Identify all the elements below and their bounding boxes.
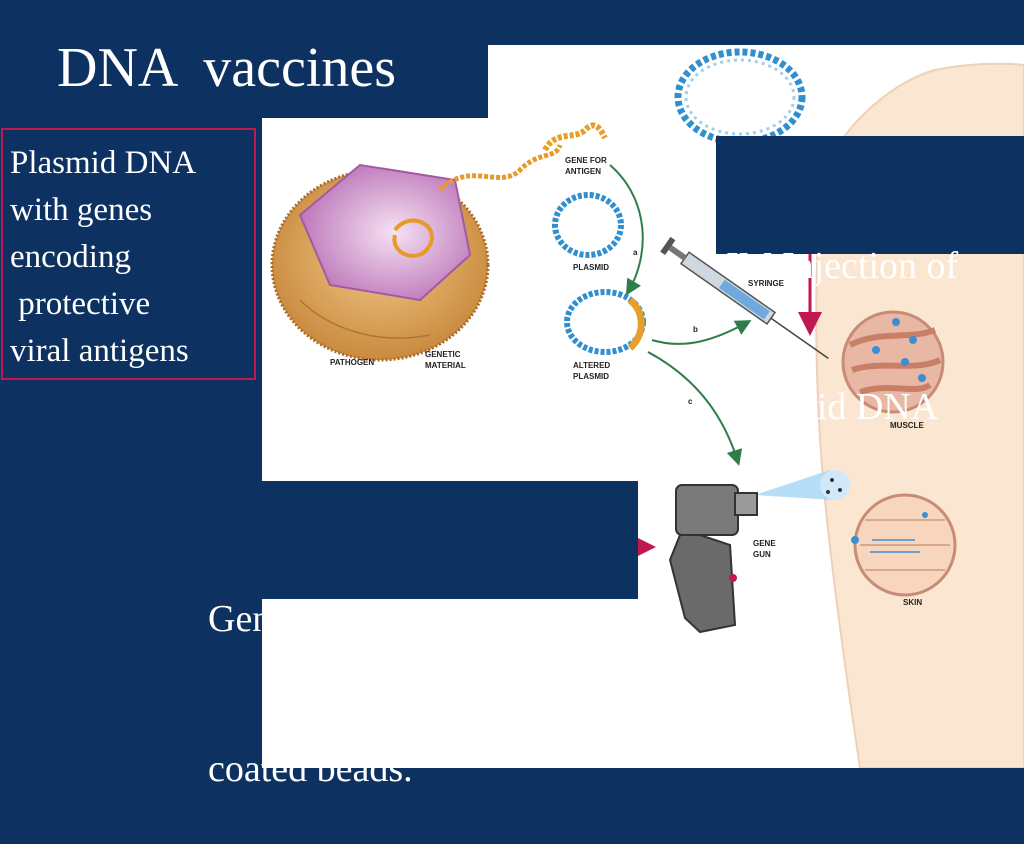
arrow-step-c (647, 351, 743, 466)
label-muscle: MUSCLE (890, 421, 924, 430)
label-genetic: GENETIC (425, 350, 461, 359)
label-plasmid: PLASMID (573, 263, 609, 272)
skin-inset (851, 493, 957, 597)
label-gene: GENE (753, 539, 776, 548)
gene-gun-caption-text: Gene Gun for plasmid coated beads. (208, 494, 547, 844)
syringe-illustration (660, 236, 829, 359)
label-step-c: c (688, 397, 693, 406)
plasmid-description-line: Plasmid DNA (10, 145, 197, 181)
im-injection-box (716, 136, 1024, 254)
label-step-a: a (633, 248, 638, 257)
label-gene-for: GENE FOR (565, 156, 607, 165)
title-box: DNA vaccines (0, 0, 488, 118)
antigen-gene-strand (542, 122, 608, 152)
plasmid-ring (552, 192, 624, 258)
im-injection-line: plasmid DNA (726, 386, 939, 428)
spray-target (820, 470, 850, 500)
plasmid-description-line: encoding (10, 239, 131, 275)
label-syringe: SYRINGE (748, 279, 785, 288)
plasmid-description-line: with genes (10, 192, 153, 228)
gene-gun-spray (755, 470, 835, 500)
arrow-step-b (651, 320, 752, 345)
plasmid-description-line: viral antigens (10, 333, 189, 369)
label-material: MATERIAL (425, 361, 466, 370)
gene-gun-caption-line: coated beads. (208, 748, 413, 790)
slide-title: DNA vaccines (57, 37, 397, 99)
label-pathogen: PATHOGEN (330, 358, 374, 367)
plasmid-description-text: Plasmid DNA with genes encoding protecti… (10, 140, 250, 375)
plasmid-description-box (1, 128, 256, 380)
label-antigen: ANTIGEN (565, 167, 601, 176)
label-gun: GUN (753, 550, 771, 559)
gene-gun-caption-box (196, 481, 638, 599)
label-skin: SKIN (903, 598, 922, 607)
gene-gun-illustration (668, 484, 758, 634)
im-injection-line: IM Injection of (726, 245, 959, 287)
plasmid-description-line: protective (10, 286, 151, 322)
pathogen-illustration (270, 143, 563, 362)
arrow-step-a (609, 164, 644, 296)
label-step-b: b (693, 325, 698, 334)
label-altered-plasmid: PLASMID (573, 372, 609, 381)
plasmid-ring-top (674, 48, 806, 146)
altered-plasmid-ring (564, 289, 646, 355)
label-altered: ALTERED (573, 361, 610, 370)
gene-gun-caption-line: Gene Gun for plasmid (208, 598, 547, 640)
im-injection-text: IM Injection of plasmid DNA (726, 149, 958, 478)
muscle-inset (841, 310, 945, 414)
